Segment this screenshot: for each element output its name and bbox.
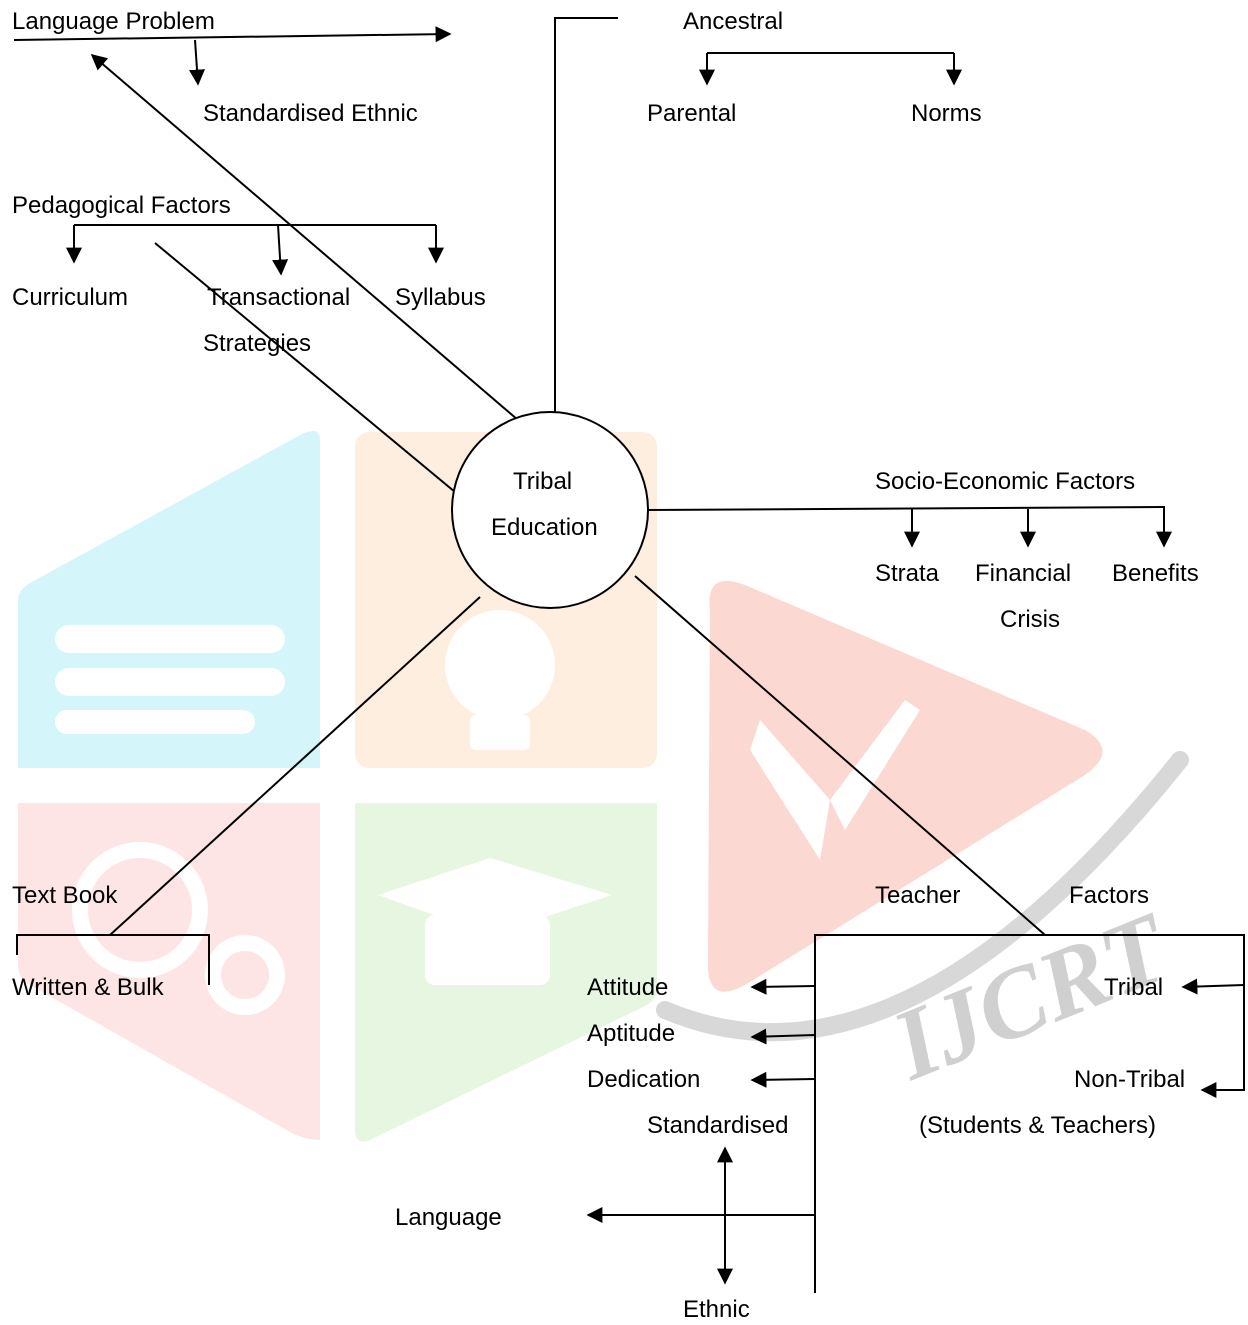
- attitude-label: Attitude: [587, 974, 669, 1001]
- aptitude-label: Aptitude: [587, 1020, 676, 1047]
- watermark-red-triangle: [708, 580, 1103, 992]
- center-title-line1: Tribal: [513, 468, 573, 495]
- attitude-arrow: [750, 978, 816, 995]
- curriculum-label: Curriculum: [12, 284, 129, 311]
- strategies-label: Strategies: [203, 330, 312, 357]
- connector-to-pedagogical: [154, 242, 456, 493]
- written-bulk-label: Written & Bulk: [12, 974, 164, 1001]
- watermark-bulb-icon: [445, 610, 555, 750]
- text-book-bracket: [16, 934, 210, 985]
- tribal-education-circle: [451, 411, 649, 609]
- norms-label: Norms: [911, 100, 982, 127]
- text-book-label: Text Book: [12, 882, 118, 909]
- dedication-label: Dedication: [587, 1066, 701, 1093]
- transactional-arrow: [272, 224, 289, 276]
- non-tribal-label: Non-Tribal: [1074, 1066, 1186, 1093]
- language-label: Language: [395, 1204, 502, 1231]
- benefits-label: Benefits: [1112, 560, 1199, 587]
- connector-to-language-problem: [90, 53, 519, 421]
- connector-to-teacher: [634, 575, 1046, 936]
- ancestral-label: Ancestral: [683, 8, 784, 35]
- standardised-ethnic-label: Standardised Ethnic: [203, 100, 418, 127]
- dedication-arrow: [750, 1071, 816, 1088]
- watermark-cloud-icon: [55, 625, 285, 734]
- teacher-bracket: [814, 934, 1245, 1293]
- pedagogical-factors-label: Pedagogical Factors: [12, 192, 231, 219]
- aptitude-arrow: [750, 1028, 816, 1045]
- ethnic-label: Ethnic: [683, 1296, 750, 1323]
- watermark-swoosh: [656, 751, 1189, 1042]
- syllabus-label: Syllabus: [395, 284, 486, 311]
- center-title-line2: Education: [491, 514, 598, 541]
- parental-label: Parental: [647, 100, 737, 127]
- teacher-label: Teacher: [875, 882, 961, 909]
- tribal-label: Tribal: [1104, 974, 1164, 1001]
- strata-label: Strata: [875, 560, 940, 587]
- standardised-label: Standardised: [647, 1112, 789, 1139]
- language-problem-arrow: [13, 26, 452, 43]
- standardised-ethnic-arrow: [189, 39, 206, 86]
- financial-label: Financial: [975, 560, 1072, 587]
- watermark-book-icon: [750, 700, 920, 860]
- connector-to-text-book: [109, 596, 481, 936]
- watermark-gear-icon: [72, 842, 285, 1015]
- transactional-label: Transactional: [207, 284, 351, 311]
- connector-to-ancestral: [554, 17, 618, 420]
- socio-economic-factors-label: Socio-Economic Factors: [875, 468, 1136, 495]
- connector-to-socio-economic: [647, 506, 1166, 511]
- factors-label: Factors: [1069, 882, 1150, 909]
- tribal-arrow: [1181, 978, 1245, 995]
- language-problem-label: Language Problem: [12, 8, 215, 35]
- watermark-cap-icon: [378, 858, 612, 985]
- crisis-label: Crisis: [1000, 606, 1060, 633]
- students-teachers-note: (Students & Teachers): [919, 1112, 1157, 1139]
